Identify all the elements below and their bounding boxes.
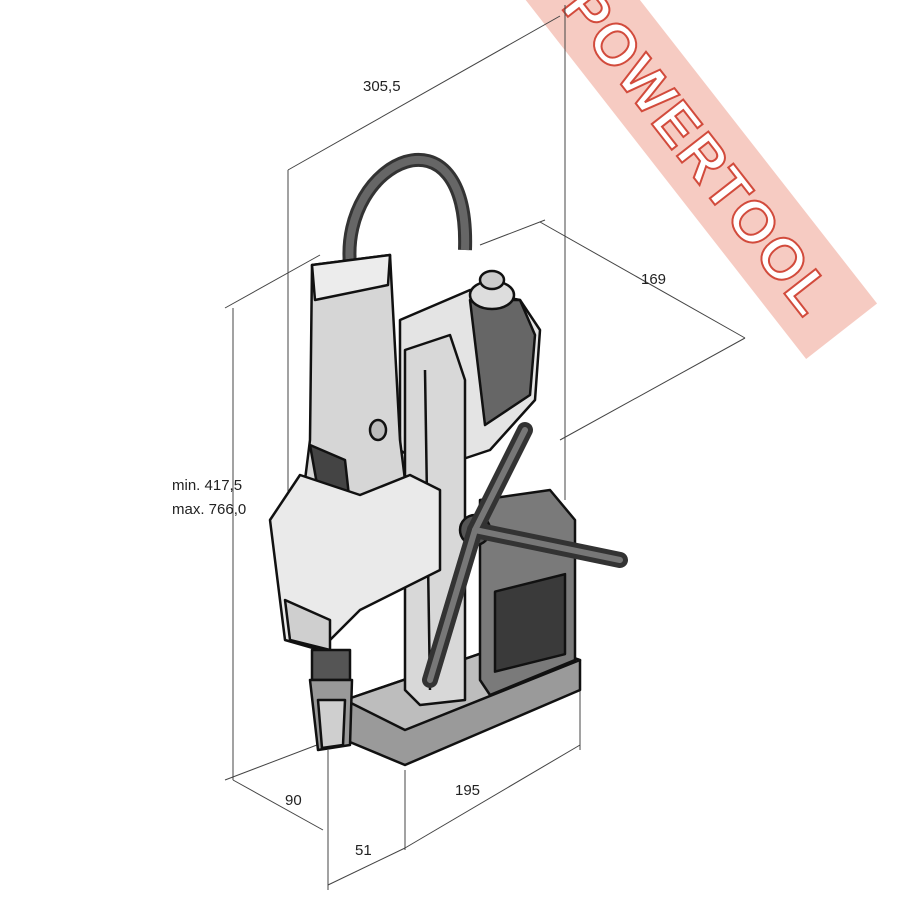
- dim-depth-top: 169: [641, 271, 666, 288]
- watermark: POWERTOOL: [522, 0, 878, 359]
- dimension-lines: [224, 5, 746, 890]
- dim-base-width: 195: [455, 782, 480, 799]
- dim-height-min: min. 417,5: [172, 477, 242, 494]
- dim-base-depth: 90: [285, 792, 302, 809]
- svg-text:POWERTOOL: POWERTOOL: [550, 0, 846, 328]
- magnetic-drill: [268, 153, 628, 767]
- dim-length: 305,5: [363, 78, 401, 95]
- dim-offset: 51: [355, 842, 372, 859]
- dim-height-max: max. 766,0: [172, 501, 246, 518]
